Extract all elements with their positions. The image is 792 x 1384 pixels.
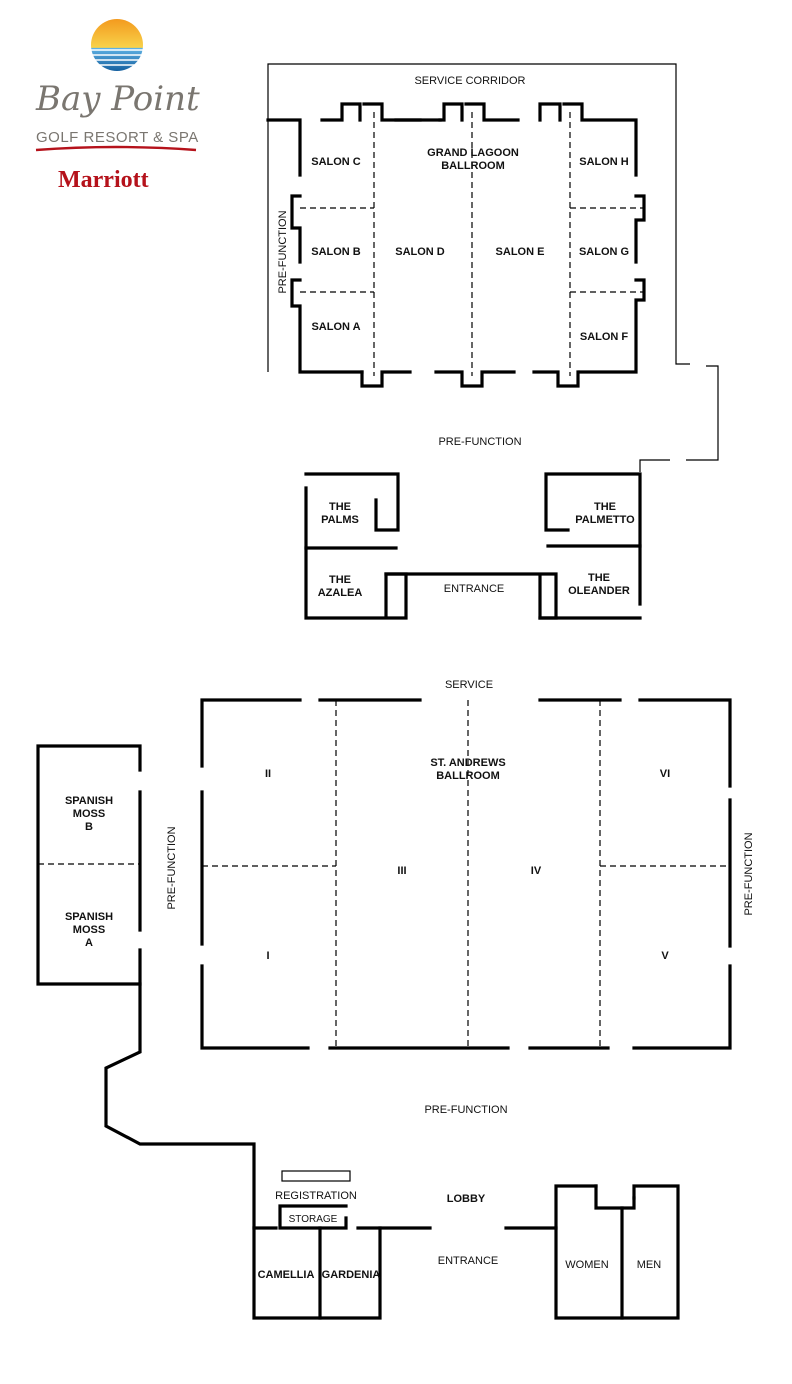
room-ii-label: II — [265, 768, 271, 780]
salon-d-label: SALON D — [395, 246, 445, 258]
the-oleander-label-1: THE — [588, 572, 610, 584]
spanish-moss-a-label-1: SPANISH — [65, 911, 113, 923]
entrance-label-lower: ENTRANCE — [438, 1255, 499, 1267]
gardenia-label: GARDENIA — [322, 1269, 381, 1281]
entrance-label-upper: ENTRANCE — [444, 583, 505, 595]
logo-script-name: Bay Point — [35, 79, 200, 119]
service-label: SERVICE — [445, 679, 493, 691]
water-lines — [91, 49, 143, 66]
sun-icon — [91, 19, 143, 71]
logo-swoosh — [35, 145, 197, 152]
the-palms-label-1: THE — [329, 501, 351, 513]
salon-e-label: SALON E — [496, 246, 545, 258]
the-azalea-label-2: AZALEA — [318, 587, 363, 599]
salon-c-label: SALON C — [311, 156, 361, 168]
pre-function-below-label: PRE-FUNCTION — [438, 436, 521, 448]
room-i-label: I — [266, 950, 269, 962]
the-palmetto-label-2: PALMETTO — [575, 514, 635, 526]
st-andrews-section: SERVICE ST. ANDREWS BALLROOM II I III IV… — [36, 679, 755, 1320]
storage-label: STORAGE — [289, 1214, 338, 1225]
st-andrews-title-1: ST. ANDREWS — [430, 757, 505, 769]
pre-function-right-label: PRE-FUNCTION — [743, 832, 755, 915]
camellia-label: CAMELLIA — [258, 1269, 315, 1281]
the-palms-label-2: PALMS — [321, 514, 359, 526]
marriott-logo: Marriott — [58, 167, 149, 193]
salon-h-label: SALON H — [579, 156, 629, 168]
lobby-label: LOBBY — [447, 1193, 486, 1205]
room-v-label: V — [661, 950, 669, 962]
salon-b-label: SALON B — [311, 246, 361, 258]
pre-function-lower-label: PRE-FUNCTION — [424, 1104, 507, 1116]
service-corridor-label: SERVICE CORRIDOR — [414, 75, 525, 87]
salon-a-label: SALON A — [311, 321, 360, 333]
spanish-moss-b-label-2: MOSS — [73, 808, 105, 820]
room-iii-label: III — [397, 865, 406, 877]
st-andrews-title-2: BALLROOM — [436, 770, 500, 782]
salon-g-label: SALON G — [579, 246, 629, 258]
room-iv-label: IV — [531, 865, 542, 877]
men-label: MEN — [637, 1259, 662, 1271]
registration-label: REGISTRATION — [275, 1190, 357, 1202]
grand-lagoon-section: SERVICE CORRIDOR GRAND LAGOON BALLROOM S… — [266, 63, 719, 620]
grand-lagoon-title-2: BALLROOM — [441, 160, 505, 172]
the-oleander-label-2: OLEANDER — [568, 585, 630, 597]
pre-function-left-label: PRE-FUNCTION — [166, 826, 178, 909]
spanish-moss-b-label-3: B — [85, 821, 93, 833]
salon-f-label: SALON F — [580, 331, 629, 343]
logo-subtitle: GOLF RESORT & SPA — [36, 129, 199, 146]
spanish-moss-a-label-3: A — [85, 937, 93, 949]
the-azalea-label-1: THE — [329, 574, 351, 586]
registration-desk — [281, 1170, 351, 1182]
spanish-moss-a-label-2: MOSS — [73, 924, 105, 936]
spanish-moss-b-label-1: SPANISH — [65, 795, 113, 807]
resort-logo: Bay Point GOLF RESORT & SPA Marriott — [35, 19, 200, 193]
the-palmetto-label-1: THE — [594, 501, 616, 513]
pre-function-side-label: PRE-FUNCTION — [277, 210, 289, 293]
women-label: WOMEN — [565, 1259, 608, 1271]
grand-lagoon-title-1: GRAND LAGOON — [427, 147, 519, 159]
room-vi-label: VI — [660, 768, 670, 780]
